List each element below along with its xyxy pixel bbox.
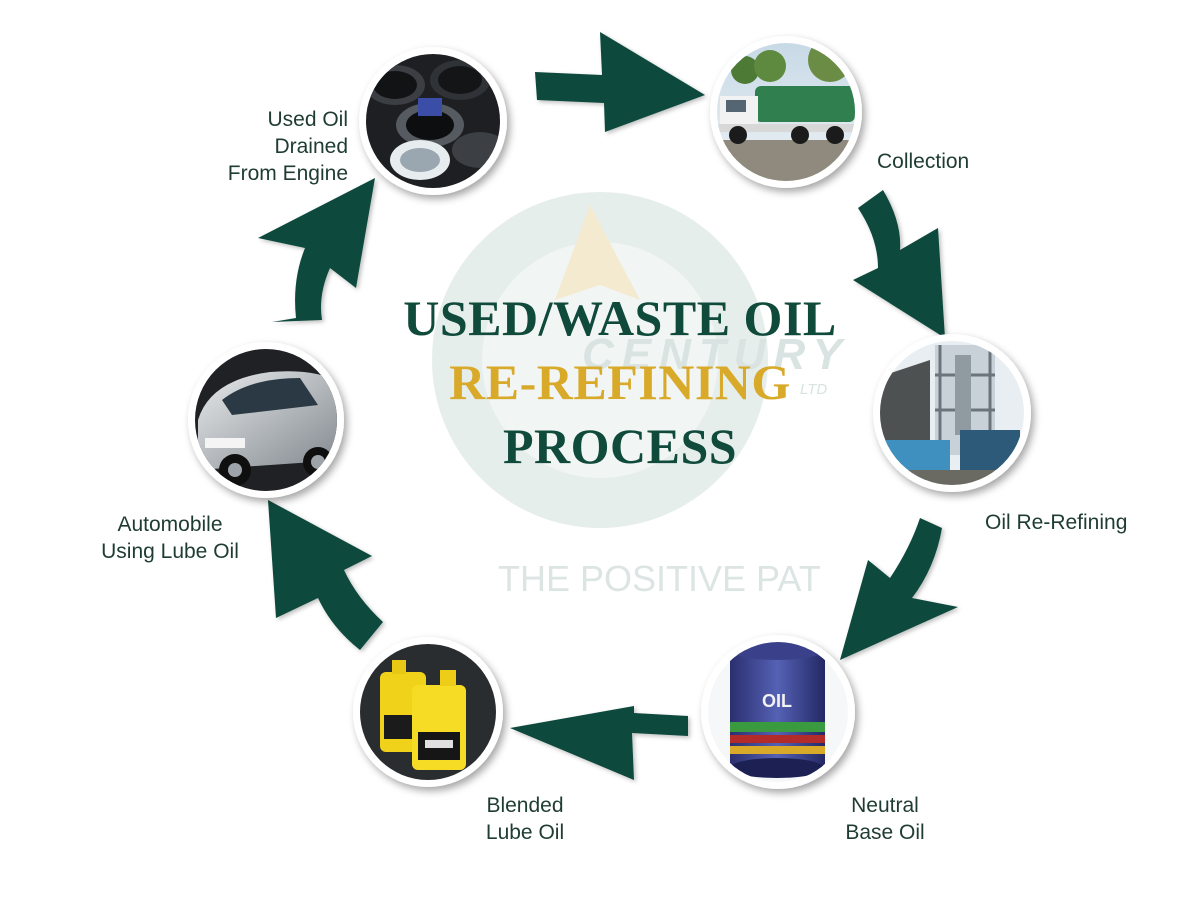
watermark-suffix: LTD: [800, 381, 828, 398]
watermark-flame-icon: [555, 205, 640, 300]
lube-bottles-photo: [353, 637, 503, 787]
drum-label: OIL: [762, 691, 792, 711]
step-label-blended: Blended Lube Oil: [485, 794, 565, 844]
step-label-base-oil: Neutral Base Oil: [845, 794, 925, 844]
step-label-collection: Collection: [877, 150, 970, 173]
title-line-1: USED/WASTE OIL: [403, 290, 837, 346]
drain-barrels-photo: [359, 47, 507, 195]
step-label-automobile: Automobile Using Lube Oil: [101, 513, 239, 563]
arrow-refining-to-base-oil: [840, 518, 958, 660]
oil-drum-photo: OIL: [701, 635, 855, 789]
refinery-plant-photo: [873, 334, 1031, 492]
arrow-drain-to-collection: [535, 32, 705, 132]
arrow-blended-to-automobile: [268, 500, 383, 650]
title-line-2: RE-REFINING: [449, 354, 791, 410]
watermark-tagline: THE POSITIVE PAT: [498, 558, 821, 599]
arrow-automobile-to-drain: [258, 178, 375, 322]
tanker-truck-photo: [710, 36, 862, 188]
car-photo: [188, 342, 344, 498]
arrow-collection-to-refining: [853, 190, 945, 338]
arrow-base-oil-to-blended: [510, 706, 688, 780]
watermark-brand: CENTURY: [582, 330, 850, 379]
watermark-inner-circle: [482, 242, 718, 478]
title-line-3: PROCESS: [502, 418, 738, 474]
step-label-refining: Oil Re-Refining: [985, 511, 1128, 534]
step-label-drain: Used Oil Drained From Engine: [227, 108, 348, 185]
